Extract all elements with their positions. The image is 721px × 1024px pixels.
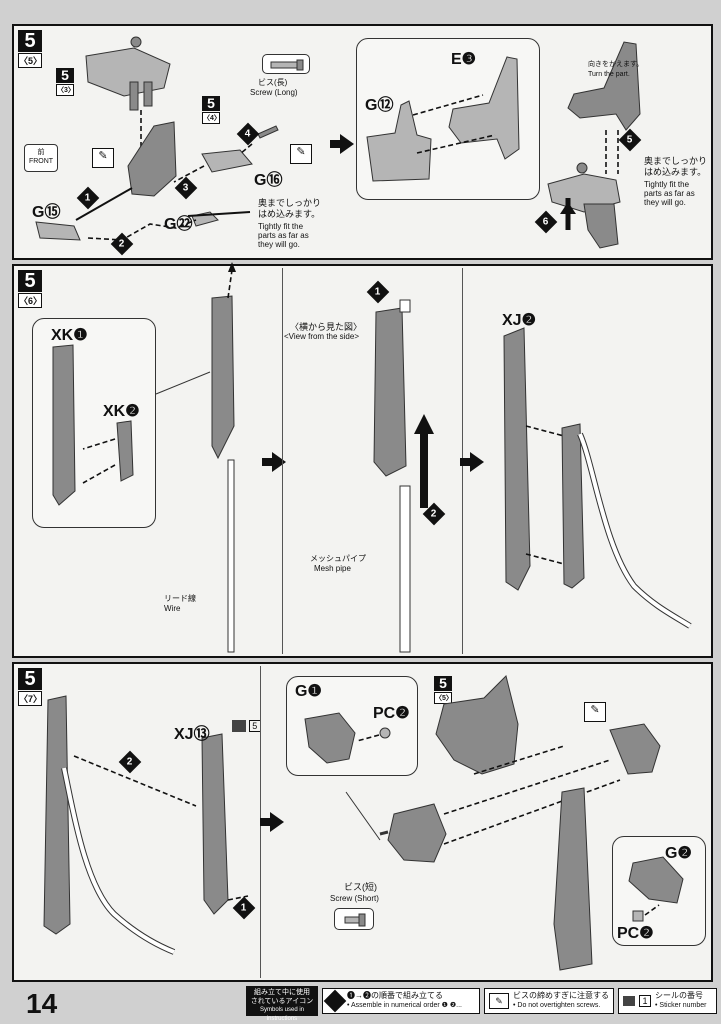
turn-part-en: Turn the part. (588, 71, 630, 78)
side-view-drawing (373, 299, 434, 653)
inset-g2-pc2: G❷ PC❷ (612, 836, 706, 946)
label-g15: G⑮ (32, 204, 61, 221)
screw-caution-icon: ✎ (489, 993, 509, 1009)
label-g2: G❷ (665, 845, 692, 862)
next-arrow (262, 452, 286, 472)
screw-long-jp: ビス(長) (258, 78, 288, 87)
ref-badge-4: 5 〈4〉 (202, 95, 221, 124)
tight-fit-2-en: Tightly fit the parts as far as they wil… (644, 180, 695, 207)
side-view-jp: 〈横から見た図〉 (290, 322, 363, 332)
sticker-icon (232, 720, 246, 733)
mesh-pipe-jp: メッシュパイプ (310, 554, 366, 563)
step-5-6-panel: 5 〈6〉 XK❶ XK❷ リード線 Wire 〈横から見た図〉 <View f… (12, 262, 713, 658)
screw-long-icon (262, 54, 310, 74)
step-5-7-left-drawing (43, 695, 249, 955)
screw-short-en: Screw (Short) (330, 894, 379, 903)
legend-sticker: 1 シールの番号 • Sticker number (618, 988, 717, 1014)
legend-screw: ✎ ビスの締めすぎに注意する • Do not overtighten scre… (484, 988, 614, 1014)
label-e3: E❸ (451, 51, 477, 68)
divider (282, 268, 283, 654)
label-g16: G⑯ (254, 172, 283, 189)
step-badge: 5 〈7〉 (18, 668, 43, 706)
step-5-7-panel: 5 〈7〉 2 1 XJ⑬ 5 G❶ PC❷ (12, 662, 713, 982)
g2-pc2-drawing (628, 856, 684, 922)
xk-parts-drawing (52, 344, 134, 506)
step-badge: 5 〈5〉 (18, 30, 43, 68)
careful-fit-icon-2: ✎ (92, 148, 114, 168)
front-icon: 前 FRONT (24, 144, 58, 172)
mesh-pipe-en: Mesh pipe (314, 564, 351, 573)
tight-fit-jp: 奥までしっかり はめ込みます。 (258, 198, 322, 219)
sticker-ref: 5 (232, 720, 261, 733)
inset-e3-g12: E❸ G⑫ (356, 38, 540, 200)
next-arrow (260, 812, 284, 832)
label-pc2b: PC❷ (617, 925, 654, 942)
order-icon (323, 989, 347, 1013)
step-5-7-right-drawing (345, 675, 661, 971)
tight-fit-2-jp: 奥までしっかり はめ込みます。 (644, 156, 708, 177)
label-xj13: XJ⑬ (174, 726, 210, 743)
xj2-drawing (503, 327, 692, 629)
step-5-5-parts-drawing (35, 36, 279, 241)
inset-xk-parts: XK❶ XK❷ (32, 318, 156, 528)
label-xk2: XK❷ (103, 403, 140, 420)
label-xk1: XK❶ (51, 327, 88, 344)
step-5-5-panel: 5 〈5〉 5 〈3〉 5 〈4〉 前 FRONT ビス(長) Screw (L… (12, 24, 713, 260)
legend-order: ❶→❷の順番で組み立てる • Assemble in numerical ord… (322, 988, 480, 1014)
g1-pc2-drawing (304, 712, 391, 764)
inset-g1-pc2: G❶ PC❷ (286, 676, 418, 776)
label-g1: G❶ (295, 683, 322, 700)
turn-part-jp: 向きをかえます。 (588, 61, 644, 68)
screw-short-jp: ビス(短) (344, 882, 377, 892)
assembled-part-drawing (547, 41, 641, 249)
side-view-en: <View from the side> (284, 332, 360, 341)
step-5-6-wire-drawing (155, 262, 236, 653)
wire-label-en: Wire (164, 604, 181, 613)
inset-parts-drawing (366, 56, 520, 182)
careful-fit-icon: ✎ (290, 144, 312, 164)
screw-short-icon (334, 908, 374, 930)
wire-label-jp: リード線 (164, 594, 196, 603)
legend-heading: 組み立て中に使用 されているアイコン Symbols used in instr… (246, 986, 318, 1022)
careful-screw-icon: ✎ (584, 702, 606, 722)
screw-long-en: Screw (Long) (250, 88, 298, 97)
ref-badge-5: 5 〈5〉 (434, 675, 453, 704)
label-pc2: PC❷ (373, 705, 410, 722)
page-number: 14 (26, 988, 58, 1019)
step-badge: 5 〈6〉 (18, 270, 43, 308)
label-g22: G㉒ (164, 216, 193, 233)
sticker-icon (623, 996, 635, 1006)
ref-badge-3: 5 〈3〉 (56, 67, 75, 96)
label-g12: G⑫ (365, 97, 394, 114)
tight-fit-en: Tightly fit the parts as far as they wil… (258, 222, 309, 249)
next-arrow (460, 452, 484, 472)
next-arrow (330, 134, 354, 154)
label-xj2: XJ❷ (502, 312, 536, 329)
